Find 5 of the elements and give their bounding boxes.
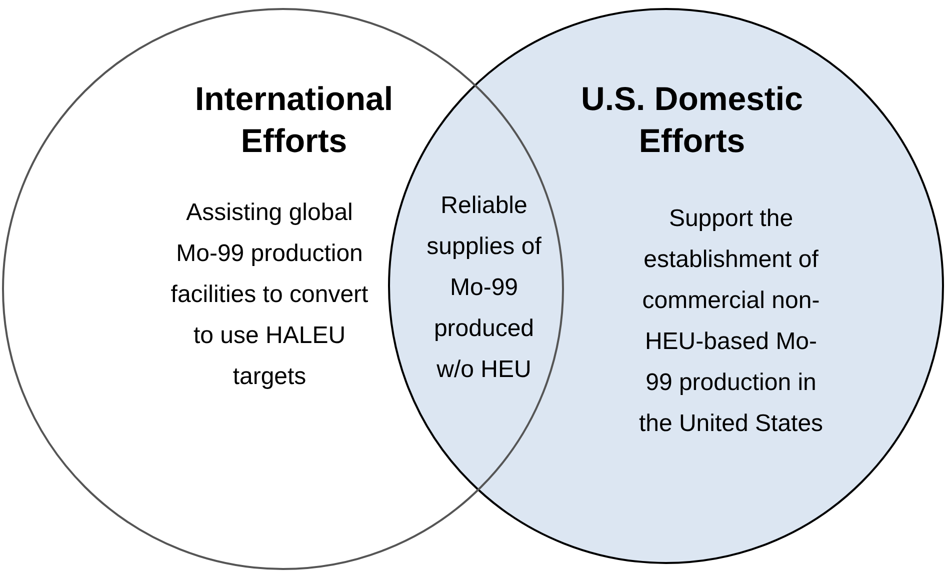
overlap-text: Reliable supplies of Mo-99 produced w/o HEU <box>426 191 542 385</box>
circle-description: Assisting global Mo-99 production facilities to convert to use HALEU targets <box>170 198 370 392</box>
circle-description: Support the establishment of commercial non-HEU-based Mo-99 production in the United States <box>638 204 824 439</box>
circle-heading: U.S. Domestic Efforts <box>580 79 804 161</box>
circle-heading: International Efforts <box>194 79 394 161</box>
